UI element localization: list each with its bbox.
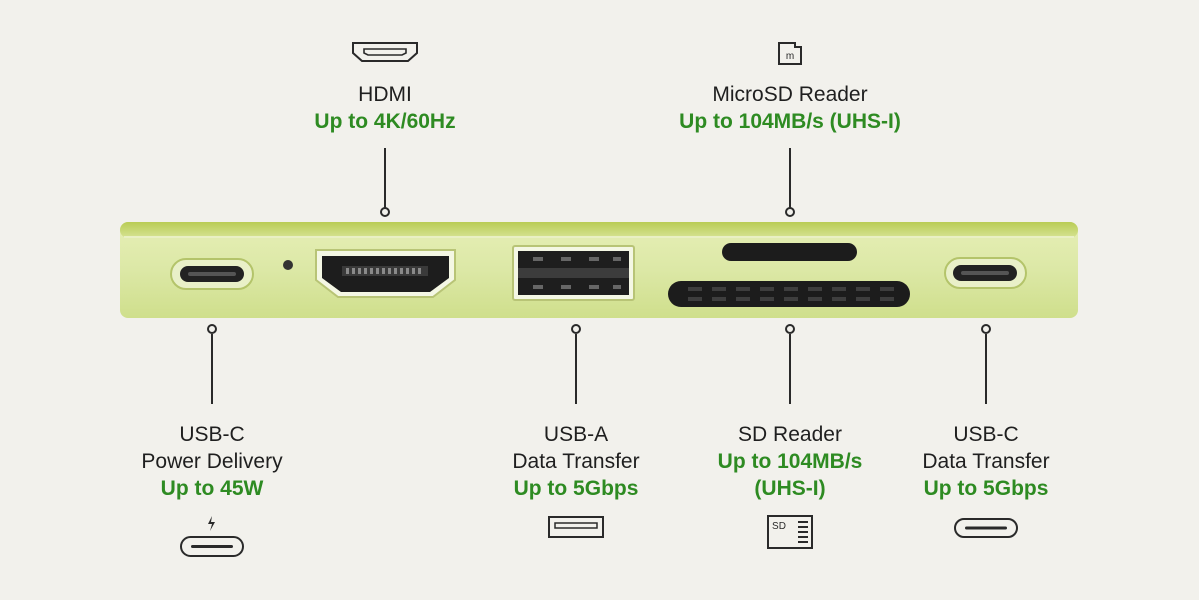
usbc-data-label: USB-C Data Transfer Up to 5Gbps xyxy=(922,421,1049,502)
microsd-slot xyxy=(722,243,857,261)
sd-leader-line xyxy=(789,334,791,404)
hdmi-leader-dot xyxy=(380,207,390,217)
hdmi-leader-line xyxy=(384,148,386,210)
sd-spec-line2: (UHS-I) xyxy=(754,477,826,500)
microsd-leader-dot xyxy=(785,207,795,217)
usb-a-icon xyxy=(548,516,604,538)
usbc-pd-leader-dot xyxy=(207,324,217,334)
sd-name: SD Reader xyxy=(738,423,842,446)
hdmi-label: HDMI Up to 4K/60Hz xyxy=(314,81,455,135)
usbc-pd-label: USB-C Power Delivery Up to 45W xyxy=(141,421,282,502)
hdmi-name: HDMI xyxy=(358,83,412,106)
microsd-icon-text: m xyxy=(786,51,794,62)
usba-name-line1: USB-A xyxy=(543,423,609,446)
microsd-label: MicroSD Reader Up to 104MB/s (UHS-I) xyxy=(679,81,901,135)
usbc-pd-name-line1: USB-C xyxy=(179,423,245,446)
microsd-icon: m xyxy=(778,42,802,65)
sd-label: SD Reader Up to 104MB/s (UHS-I) xyxy=(718,421,863,502)
sd-slot xyxy=(668,281,910,307)
sd-card-icon: SD xyxy=(767,515,813,549)
sd-spec-line1: Up to 104MB/s xyxy=(717,450,863,473)
sd-leader-dot xyxy=(785,324,795,334)
usbc-data-leader-line xyxy=(985,334,987,404)
usbc-pd-name-line2: Power Delivery xyxy=(141,450,283,473)
sd-icon-text: SD xyxy=(772,521,786,532)
hdmi-icon xyxy=(352,42,418,62)
usbc-data-leader-dot xyxy=(981,324,991,334)
usbc-data-name-line1: USB-C xyxy=(953,423,1019,446)
microsd-spec: Up to 104MB/s (UHS-I) xyxy=(679,110,901,133)
usba-leader-line xyxy=(575,334,577,404)
usba-spec: Up to 5Gbps xyxy=(513,477,639,500)
usbc-data-spec: Up to 5Gbps xyxy=(923,477,1049,500)
usba-name-line2: Data Transfer xyxy=(512,450,640,473)
usba-leader-dot xyxy=(571,324,581,334)
microsd-name: MicroSD Reader xyxy=(712,83,868,106)
usbc-pd-leader-line xyxy=(211,334,213,404)
usb-c-icon xyxy=(954,518,1018,538)
hub-top-edge xyxy=(120,222,1078,238)
usba-label: USB-A Data Transfer Up to 5Gbps xyxy=(512,421,639,502)
usbc-data-name-line2: Data Transfer xyxy=(922,450,1050,473)
hdmi-spec: Up to 4K/60Hz xyxy=(314,110,456,133)
usb-c-power-icon xyxy=(180,516,244,557)
lightning-bolt-icon xyxy=(208,516,215,531)
usbc-pd-spec: Up to 45W xyxy=(160,477,264,500)
status-led xyxy=(283,260,293,270)
microsd-leader-line xyxy=(789,148,791,210)
